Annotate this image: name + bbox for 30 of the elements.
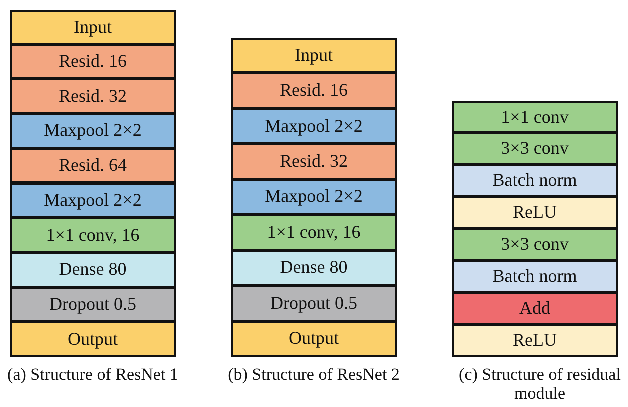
layer-box: 3×3 conv <box>452 132 618 165</box>
layer-box: Dropout 0.5 <box>10 286 176 322</box>
layer-box: 1×1 conv, 16 <box>10 217 176 253</box>
layer-box: Maxpool 2×2 <box>231 108 397 144</box>
layer-box: ReLU <box>452 324 618 357</box>
layer-box: Maxpool 2×2 <box>231 178 397 216</box>
layer-box: 3×3 conv <box>452 228 618 261</box>
layer-box: Output <box>231 320 397 357</box>
layer-box: Output <box>10 321 176 357</box>
caption: (a) Structure of ResNet 1 <box>6 365 180 384</box>
layer-box: Maxpool 2×2 <box>10 113 176 149</box>
layer-box: Resid. 64 <box>10 148 176 184</box>
caption: (c) Structure of residual module <box>458 365 622 403</box>
layer-box: Resid. 32 <box>10 78 176 114</box>
layer-box: 1×1 conv <box>452 101 618 133</box>
layer-box: Input <box>231 38 397 74</box>
layer-box: Dense 80 <box>231 250 397 286</box>
layer-box: Resid. 32 <box>231 143 397 180</box>
layer-box: Batch norm <box>452 164 618 197</box>
layer-box: 1×1 conv, 16 <box>231 214 397 251</box>
layer-box: ReLU <box>452 196 618 229</box>
layer-box: Resid. 16 <box>231 72 397 109</box>
layer-box: Add <box>452 292 618 325</box>
layer-box: Resid. 16 <box>10 44 176 80</box>
layer-box: Batch norm <box>452 260 618 293</box>
layer-box: Dense 80 <box>10 252 176 288</box>
layer-box: Dropout 0.5 <box>231 285 397 322</box>
caption: (b) Structure of ResNet 2 <box>227 365 401 384</box>
layer-box: Input <box>10 10 176 45</box>
layer-box: Maxpool 2×2 <box>10 182 176 218</box>
